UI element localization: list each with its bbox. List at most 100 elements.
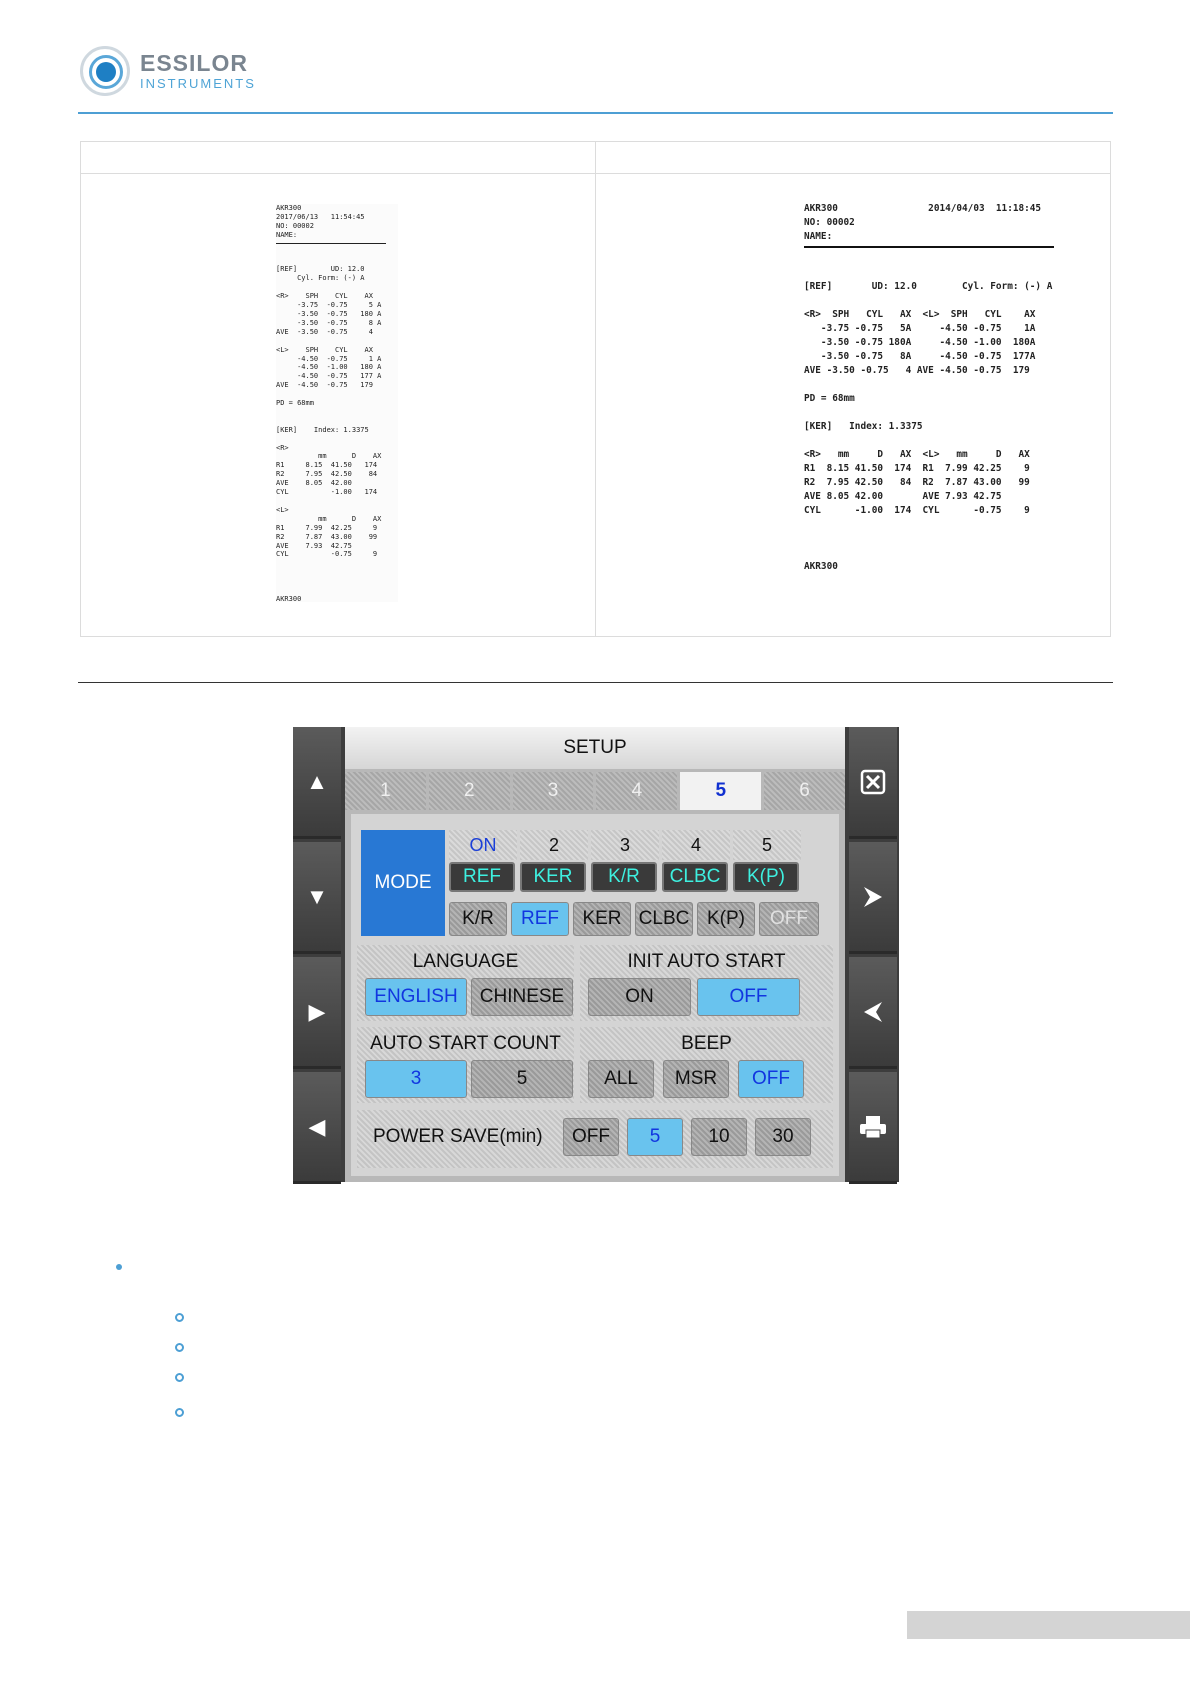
beep-group: BEEP ALL MSR OFF [580, 1027, 833, 1103]
essilor-logo-icon [80, 46, 130, 96]
mode-option-kp[interactable]: K(P) [697, 902, 755, 936]
printout-line: -4.50 -0.75 177 A [276, 372, 382, 381]
printout-line [804, 434, 1064, 448]
setup-content: MODE ON 2 3 4 5 REF KER K/R CLBC K(P) K/… [351, 814, 839, 1176]
language-label: LANGUAGE [412, 951, 519, 972]
printout-line [276, 408, 398, 417]
printout-line [804, 532, 1064, 546]
table-column-divider [595, 142, 596, 636]
init-auto-start-group: INIT AUTO START ON OFF [580, 945, 833, 1021]
sub-bullet-circle [175, 1373, 184, 1382]
tab-4[interactable]: 4 [596, 772, 678, 810]
mode-option-off[interactable]: OFF [759, 902, 819, 936]
beep-all-button[interactable]: ALL [588, 1060, 654, 1098]
printout-line: AVE 8.05 42.00 AVE 7.93 42.75 [804, 491, 1002, 502]
mode-option-kr[interactable]: K/R [449, 902, 507, 936]
printout-line: CYL -0.75 9 [276, 550, 378, 559]
printout-line: R2 7.95 42.50 84 R2 7.87 43.00 99 [804, 477, 1030, 488]
printout-line: -3.50 -0.75 180 A [276, 309, 382, 318]
mode-slot-5-kp[interactable]: K(P) [733, 862, 799, 892]
scroll-up-button[interactable]: ▲ [293, 727, 341, 839]
power-save-off-button[interactable]: OFF [563, 1118, 619, 1156]
printout-line: [KER] Index: 1.3375 [276, 425, 369, 434]
next-button[interactable]: ▶ [293, 957, 341, 1069]
tab-2[interactable]: 2 [428, 772, 510, 810]
printout-line: [KER] Index: 1.3375 [804, 421, 923, 432]
printout-line: -3.50 -0.75 8A -4.50 -0.75 177A [804, 351, 1036, 362]
printout-line: AKR300 [276, 594, 302, 603]
tab-1[interactable]: 1 [345, 772, 426, 810]
printout-line: <R> mm D AX <L> mm D AX [804, 449, 1030, 460]
beep-msr-button[interactable]: MSR [663, 1060, 729, 1098]
language-chinese-button[interactable]: CHINESE [471, 978, 573, 1016]
mode-option-ref[interactable]: REF [511, 902, 569, 936]
init-auto-start-off-button[interactable]: OFF [697, 978, 800, 1016]
printout-line: PD = 68mm [804, 393, 855, 404]
printout-line: AVE -3.50 -0.75 4 [276, 327, 373, 336]
printout-line [276, 497, 398, 506]
printout-line: AVE -4.50 -0.75 179 [276, 381, 373, 390]
printout-line [276, 337, 398, 346]
mode-slot-4-clbc[interactable]: CLBC [662, 862, 728, 892]
triangle-left-icon: ◀ [308, 1113, 326, 1139]
tab-5[interactable]: 5 [680, 772, 762, 810]
printout-line [804, 378, 1064, 392]
print-button[interactable] [849, 1072, 897, 1184]
setup-panel: SETUP 1 2 3 4 5 6 MODE ON 2 3 4 5 REF KE… [345, 727, 845, 1182]
language-english-button[interactable]: ENGLISH [365, 978, 467, 1016]
tab-3[interactable]: 3 [512, 772, 594, 810]
printout-line: <R> SPH CYL AX [276, 292, 373, 301]
back-button[interactable] [849, 957, 897, 1069]
printout-line: NO: 00002 [276, 221, 314, 230]
printout-line [804, 546, 1064, 560]
scroll-down-button[interactable]: ▼ [293, 842, 341, 954]
logo-subbrand: INSTRUMENTS [140, 76, 256, 91]
printout-line: NAME: [276, 230, 298, 239]
printout-line [276, 248, 398, 257]
auto-start-count-3-button[interactable]: 3 [365, 1060, 467, 1098]
printout-line [276, 586, 398, 595]
printout-line: -3.50 -0.75 8 A [276, 318, 382, 327]
mode-option-clbc[interactable]: CLBC [635, 902, 693, 936]
printout-line: -4.50 -1.00 180 A [276, 363, 382, 372]
essilor-logo: ESSILOR INSTRUMENTS [80, 46, 256, 96]
printout-line: mm D AX [276, 452, 382, 461]
mode-slot-1-ref[interactable]: REF [449, 862, 515, 892]
section-divider [78, 682, 1113, 683]
init-auto-start-on-button[interactable]: ON [588, 978, 691, 1016]
printout-line [276, 257, 398, 266]
setup-tabs: 1 2 3 4 5 6 [345, 772, 845, 810]
printout-rule [804, 246, 1054, 248]
printout-line: <L> SPH CYL AX [276, 345, 373, 354]
power-save-5-button[interactable]: 5 [627, 1118, 683, 1156]
printout-line: -3.75 -0.75 5A -4.50 -0.75 1A [804, 323, 1036, 334]
printout-line [276, 577, 398, 586]
init-auto-start-label: INIT AUTO START [627, 951, 786, 972]
printout-rule [276, 242, 386, 244]
printout-line [804, 294, 1064, 308]
setup-title: SETUP [345, 727, 845, 769]
printout-line [276, 435, 398, 444]
power-save-10-button[interactable]: 10 [691, 1118, 747, 1156]
printout-line [804, 266, 1064, 280]
forward-button[interactable] [849, 842, 897, 954]
mode-slot-3-kr[interactable]: K/R [591, 862, 657, 892]
setup-screen: ▲ ▼ ▶ ◀ SETUP 1 2 3 4 5 6 MODE ON 2 3 4 … [293, 727, 899, 1184]
tab-6[interactable]: 6 [764, 772, 845, 810]
printout-line: AKR300 2014/04/03 11:18:45 [804, 203, 1042, 214]
printout-line: NAME: [804, 231, 833, 242]
sub-bullet-circle [175, 1313, 184, 1322]
beep-off-button[interactable]: OFF [738, 1060, 804, 1098]
prev-button[interactable]: ◀ [293, 1072, 341, 1184]
arrow-right-icon [864, 886, 882, 907]
printout-line: PD = 68mm [276, 399, 314, 408]
arrow-left-icon [864, 1001, 882, 1022]
auto-start-count-5-button[interactable]: 5 [471, 1060, 573, 1098]
mode-option-ker[interactable]: KER [573, 902, 631, 936]
triangle-up-icon: ▲ [306, 768, 328, 794]
close-button[interactable] [849, 727, 897, 839]
footer-bar [907, 1611, 1190, 1639]
power-save-30-button[interactable]: 30 [755, 1118, 811, 1156]
mode-slot-2-ker[interactable]: KER [520, 862, 586, 892]
